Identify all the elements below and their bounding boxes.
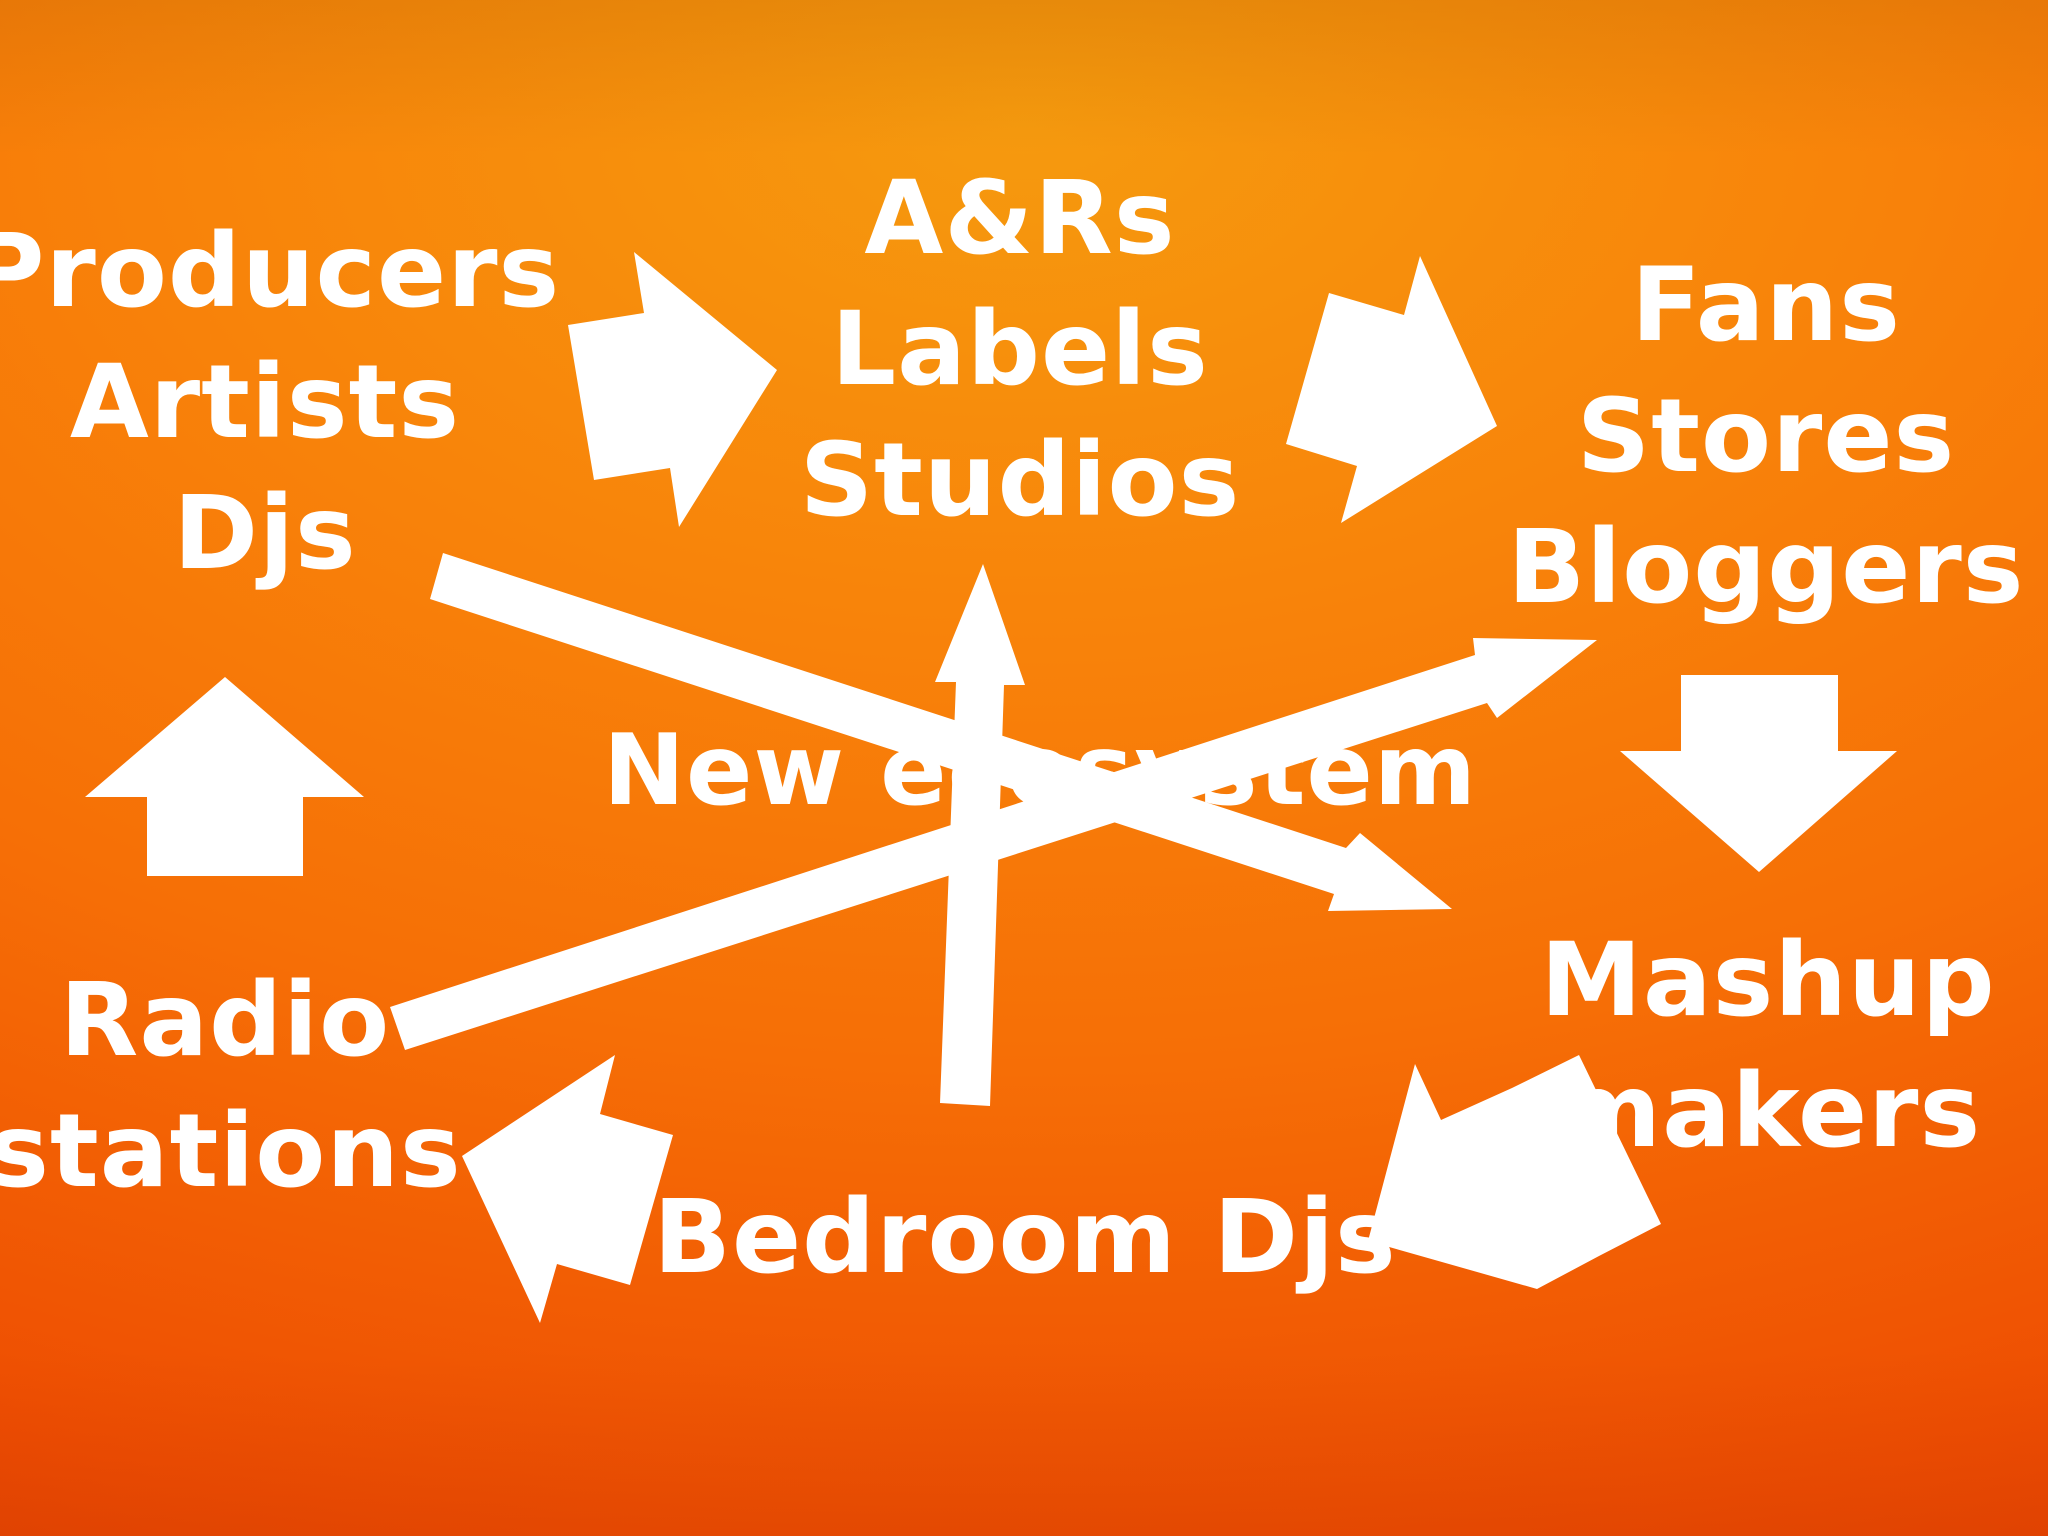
radio-node: Radio stations [0, 955, 462, 1217]
stores-label: Stores [1576, 377, 1956, 496]
bloggers-label: Bloggers [1507, 508, 2025, 627]
producers-node: Producers Artists Djs [0, 206, 560, 599]
makers-label: makers [1554, 1052, 1982, 1171]
bedroom-djs-node: Bedroom Djs [653, 1172, 1397, 1303]
arrow-ecosystem-to-mashup [430, 553, 1452, 911]
arrow-mashup-to-bedroom [1368, 1055, 1661, 1289]
bedroom-djs-label: Bedroom Djs [653, 1178, 1397, 1297]
fans-node: Fans Stores Bloggers [1507, 240, 2024, 633]
arrow-bedroom-to-radio [462, 1055, 673, 1323]
artists-label: Artists [69, 343, 461, 462]
studios-label: Studios [799, 421, 1241, 540]
mashup-label: Mashup [1540, 921, 1996, 1040]
fans-label: Fans [1631, 246, 1901, 365]
arrow-labels-to-fans [1286, 256, 1497, 523]
ar-label: A&Rs [864, 159, 1176, 278]
arrow-fans-to-mashup [1620, 675, 1897, 872]
producers-label: Producers [0, 212, 561, 331]
ar-labels-node: A&Rs Labels Studios [800, 153, 1241, 546]
djs-label: Djs [173, 474, 357, 593]
arrow-producers-to-labels [568, 252, 777, 527]
arrow-ecosystem-to-fans [390, 638, 1597, 1050]
labels-label: Labels [831, 290, 1209, 409]
mashup-node: Mashup makers [1540, 915, 1995, 1177]
arrow-radio-to-producers [85, 677, 364, 876]
stations-label: stations [0, 1092, 462, 1211]
radio-label: Radio [59, 961, 391, 1080]
